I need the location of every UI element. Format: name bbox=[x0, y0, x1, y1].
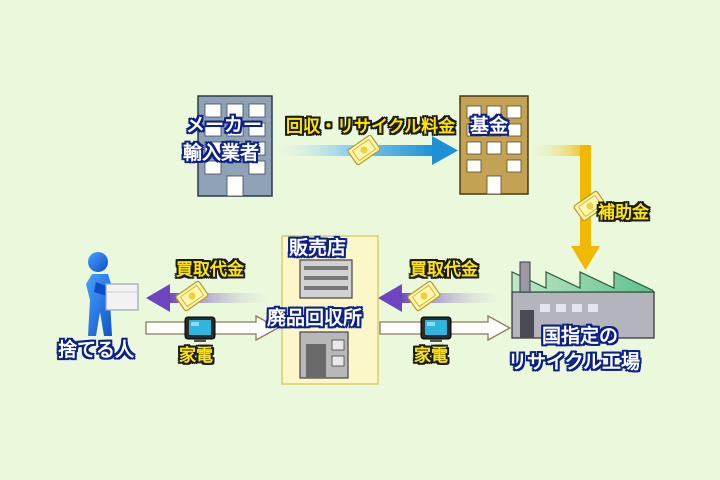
subsidy-label: 補助金 bbox=[598, 203, 649, 223]
shop-building-icon bbox=[281, 235, 379, 385]
person-carrying-box-icon bbox=[86, 252, 139, 336]
appliance-label-right: 家電 bbox=[414, 346, 448, 366]
factory-icon bbox=[511, 261, 656, 339]
recycling-fee-label: 回収・リサイクル料金 bbox=[286, 117, 456, 137]
factory-label-line1: 国指定の bbox=[542, 325, 619, 347]
money-icon bbox=[406, 279, 442, 313]
purchase-label-left: 買取代金 bbox=[176, 260, 244, 280]
tv-icon bbox=[420, 316, 452, 343]
maker-label-line1: メーカー bbox=[186, 114, 263, 136]
factory-label-line2: リサイクル工場 bbox=[508, 351, 641, 373]
money-icon bbox=[174, 279, 210, 313]
fund-label: 基金 bbox=[470, 115, 509, 137]
appliance-label-left: 家電 bbox=[179, 346, 213, 366]
maker-label-line2: 輸入業者 bbox=[183, 142, 260, 164]
purchase-arrow-left bbox=[146, 284, 268, 312]
shop-label-bottom: 廃品回収所 bbox=[267, 307, 363, 329]
shop-label-top: 販売店 bbox=[289, 237, 347, 259]
purchase-arrow-right bbox=[378, 284, 500, 312]
tv-icon bbox=[184, 316, 216, 343]
fund-building-icon bbox=[459, 95, 529, 195]
person-label: 捨てる人 bbox=[58, 339, 135, 361]
purchase-label-right: 買取代金 bbox=[410, 260, 478, 280]
money-icon bbox=[346, 133, 382, 167]
maker-building-icon bbox=[197, 95, 273, 197]
